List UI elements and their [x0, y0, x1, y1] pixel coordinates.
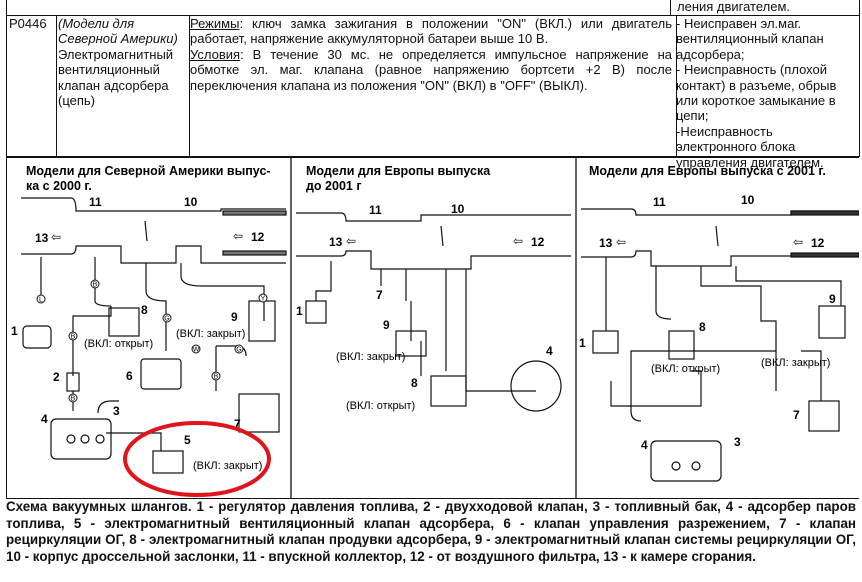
- intake-pipe: [581, 208, 859, 482]
- conditions-label: Условия: [190, 46, 241, 62]
- hose-marker-label: L: [39, 297, 43, 304]
- hose-marker-label: B: [71, 334, 76, 341]
- intake-pipe: [296, 212, 571, 412]
- label-8: 8: [141, 303, 148, 317]
- label-1: 1: [579, 336, 586, 350]
- label-8: 8: [699, 320, 706, 334]
- label-11: 11: [653, 195, 666, 209]
- diagram-north-america-2000: Модели для Северной Америки выпус- ка с …: [11, 164, 287, 497]
- highlight-circle: [123, 421, 271, 497]
- label-8: 8: [411, 376, 418, 390]
- label-7: 7: [376, 288, 383, 302]
- conditions-text: : В течение 30 мс. не определяется импул…: [190, 46, 672, 93]
- figure-caption: Схема вакуумных шлангов. 1 - регулятор д…: [6, 499, 856, 564]
- diagram-title: до 2001 г: [306, 179, 362, 193]
- state-label: (ВКЛ: закрыт): [176, 328, 245, 340]
- label-10: 10: [741, 193, 755, 207]
- diagrams-svg: Модели для Северной Америки выпус- ка с …: [11, 158, 859, 498]
- label-9: 9: [383, 318, 390, 332]
- conditions-cell: Режимы: ключ замка зажигания в положении…: [186, 16, 677, 156]
- hose-marker-label: B: [93, 282, 98, 289]
- label-1: 1: [11, 324, 18, 338]
- label-11: 11: [89, 195, 102, 209]
- hose-marker-label: B: [214, 374, 219, 381]
- modes-label: Режимы: [190, 16, 240, 31]
- label-6: 6: [126, 369, 133, 383]
- arrow-left-icon: ⇦: [346, 234, 356, 248]
- hose-marker-label: G: [164, 316, 169, 323]
- label-9: 9: [829, 292, 836, 306]
- label-12: 12: [811, 236, 825, 250]
- modes-text: : ключ замка зажигания в положении "ON" …: [190, 16, 672, 47]
- label-12: 12: [531, 235, 545, 249]
- label-2: 2: [53, 370, 60, 384]
- intake-pipe: [21, 197, 287, 474]
- vacuum-hose-diagrams: Модели для Северной Америки выпус- ка с …: [6, 157, 859, 499]
- label-13: 13: [329, 235, 343, 249]
- dtc-code: P0446: [7, 16, 57, 156]
- valve-states: (ВКЛ: открыт) (ВКЛ: закрыт): [651, 357, 830, 375]
- arrow-left-icon: ⇦: [616, 235, 626, 249]
- arrow-left-icon: ⇦: [793, 235, 803, 249]
- arrow-left-icon: ⇦: [513, 234, 523, 248]
- diagram-title: Модели для Северной Америки выпус-: [26, 164, 271, 178]
- state-label: (ВКЛ: закрыт): [193, 460, 262, 472]
- label-5: 5: [184, 433, 191, 447]
- label-3: 3: [113, 404, 120, 418]
- diagram-title: ка с 2000 г.: [26, 179, 92, 193]
- label-11: 11: [369, 203, 382, 217]
- state-label: (ВКЛ: закрыт): [336, 351, 405, 363]
- label-12: 12: [251, 230, 265, 244]
- state-label: (ВКЛ: открыт): [346, 400, 415, 412]
- label-13: 13: [35, 231, 49, 245]
- component-name: Электромагнитный вентиляционный клапан а…: [58, 46, 174, 109]
- cause-item: - Неисправность (плохой контакт) в разъе…: [676, 62, 837, 124]
- causes-cell: - Неисправен эл.маг. вентиляционный клап…: [673, 16, 859, 170]
- component-numbers: 11 10 13 ⇦ ⇦ 12 1 8 9 2 6 4 3 7 5: [11, 195, 265, 447]
- component-region: (Модели для Северной Америки): [58, 16, 178, 47]
- hose-marker-label: W: [193, 347, 200, 354]
- diagram-title: Модели для Европы выпуска с 2001 г.: [589, 164, 826, 178]
- hose-markers: L B B B G W G Y B: [36, 279, 268, 403]
- diagram-title: Модели для Европы выпуска: [306, 164, 491, 178]
- previous-row-text: ления двигателем.: [670, 0, 790, 15]
- diagram-europe-pre-2001: Модели для Европы выпуска до 2001 г 11 1…: [296, 164, 571, 412]
- component-numbers: 11 10 13 ⇦ ⇦ 12 1 7 9 4 8: [296, 202, 553, 390]
- component-numbers: 11 10 13 ⇦ ⇦ 12 1 8 9 7 4 3: [579, 193, 836, 452]
- label-10: 10: [451, 202, 465, 216]
- label-4: 4: [641, 438, 648, 452]
- cause-item: - Неисправен эл.маг. вентиляционный клап…: [676, 16, 824, 62]
- hose-marker-label: B: [71, 396, 76, 403]
- arrow-left-icon: ⇦: [233, 229, 243, 243]
- component-cell: (Модели для Северной Америки) Электромаг…: [55, 16, 190, 156]
- diagram-europe-2001: Модели для Европы выпуска с 2001 г. 11 1…: [579, 164, 859, 482]
- label-1: 1: [296, 304, 303, 318]
- state-label: (ВКЛ: открыт): [84, 338, 153, 350]
- label-13: 13: [599, 236, 613, 250]
- state-label: (ВКЛ: закрыт): [761, 357, 830, 369]
- label-7: 7: [234, 417, 241, 431]
- label-4: 4: [546, 344, 553, 358]
- hose-marker-label: Y: [261, 296, 266, 303]
- arrow-left-icon: ⇦: [51, 230, 61, 244]
- state-label: (ВКЛ: открыт): [651, 363, 720, 375]
- cause-item: -Неисправность электронного блока управл…: [676, 123, 824, 170]
- label-4: 4: [41, 412, 48, 426]
- valve-states: (ВКЛ: закрыт) (ВКЛ: открыт): [336, 351, 415, 412]
- hose-marker-label: G: [236, 347, 241, 354]
- label-9: 9: [231, 310, 238, 324]
- previous-row-tail: ления двигателем.: [7, 0, 859, 16]
- label-10: 10: [184, 195, 198, 209]
- valve-states: (ВКЛ: открыт) (ВКЛ: закрыт) (ВКЛ: закрыт…: [84, 328, 262, 472]
- label-3: 3: [734, 435, 741, 449]
- dtc-table: ления двигателем. P0446 (Модели для Севе…: [6, 0, 860, 170]
- label-7: 7: [793, 408, 800, 422]
